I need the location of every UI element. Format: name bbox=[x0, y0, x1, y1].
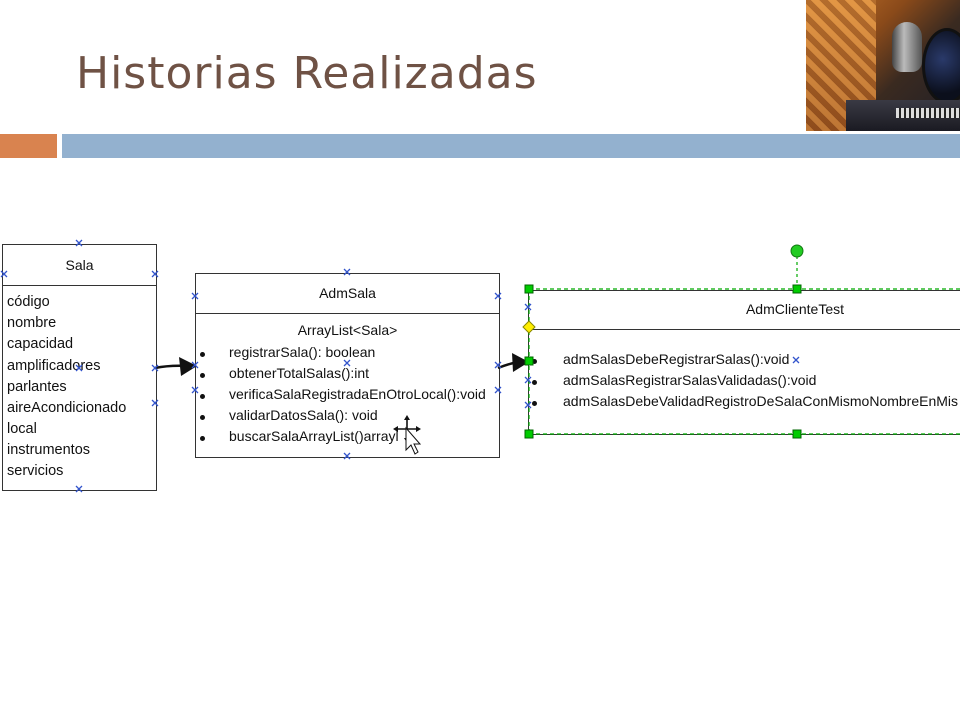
method: registrarSala(): boolean bbox=[229, 344, 376, 360]
bullet bbox=[532, 401, 537, 406]
attribute: código bbox=[7, 294, 50, 310]
class-sala-divider bbox=[3, 285, 156, 286]
bullet bbox=[532, 359, 537, 364]
selection-frame[interactable] bbox=[528, 256, 960, 435]
resize-handle[interactable] bbox=[792, 284, 802, 294]
attribute: instrumentos bbox=[7, 442, 91, 458]
method: admSalasDebeValidadRegistroDeSalaConMism… bbox=[563, 393, 959, 409]
attribute: nombre bbox=[7, 315, 57, 331]
recording-studio-photo bbox=[806, 0, 960, 131]
resize-handle[interactable] bbox=[524, 356, 534, 366]
resize-handle[interactable] bbox=[524, 429, 534, 439]
connection-point-markers bbox=[0, 239, 800, 493]
keyboard-keys bbox=[896, 108, 960, 118]
connector-handle[interactable] bbox=[522, 320, 536, 334]
attribute: aireAcondicionado bbox=[7, 400, 127, 416]
method: admSalasRegistrarSalasValidadas():void bbox=[563, 372, 817, 388]
method: verificaSalaRegistradaEnOtroLocal():void bbox=[229, 386, 486, 402]
class-admclientetest[interactable]: AdmClienteTest admSalasDebeRegistrarSala… bbox=[528, 290, 960, 435]
resize-handle[interactable] bbox=[524, 284, 534, 294]
slide-title: Historias Realizadas bbox=[76, 48, 538, 99]
class-admsala[interactable]: AdmSala ArrayList<Sala> registrarSala():… bbox=[195, 273, 500, 458]
relation-admsala-admclientetest[interactable] bbox=[497, 353, 529, 372]
bullet bbox=[532, 380, 537, 385]
bullet bbox=[200, 352, 205, 357]
bullet bbox=[200, 373, 205, 378]
pop-filter bbox=[922, 28, 960, 104]
microphone-icon bbox=[892, 22, 922, 72]
resize-handle[interactable] bbox=[792, 429, 802, 439]
class-admsala-divider bbox=[196, 313, 499, 314]
bullet bbox=[200, 394, 205, 399]
class-admsala-field: ArrayList<Sala> bbox=[297, 322, 398, 338]
relation-sala-admsala[interactable] bbox=[154, 357, 197, 376]
attribute: parlantes bbox=[7, 379, 67, 395]
method: buscarSalaArrayList()arrayl bbox=[229, 428, 399, 444]
bullet bbox=[200, 436, 205, 441]
class-admclientetest-divider bbox=[529, 329, 960, 330]
move-cursor-icon bbox=[393, 415, 422, 455]
bullet bbox=[200, 415, 205, 420]
method: obtenerTotalSalas():int bbox=[229, 365, 370, 381]
class-admsala-name: AdmSala bbox=[319, 285, 376, 301]
class-admclientetest-name: AdmClienteTest bbox=[745, 301, 845, 317]
method: validarDatosSala(): void bbox=[229, 407, 378, 423]
class-sala-name: Sala bbox=[65, 257, 94, 273]
method: admSalasDebeRegistrarSalas():void bbox=[563, 351, 790, 367]
accent-bar-blue bbox=[62, 134, 960, 158]
attribute: capacidad bbox=[7, 336, 74, 352]
rotate-handle[interactable] bbox=[790, 244, 804, 258]
attribute: servicios bbox=[7, 463, 64, 479]
attribute: local bbox=[7, 421, 37, 437]
accent-bar-orange bbox=[0, 134, 57, 158]
